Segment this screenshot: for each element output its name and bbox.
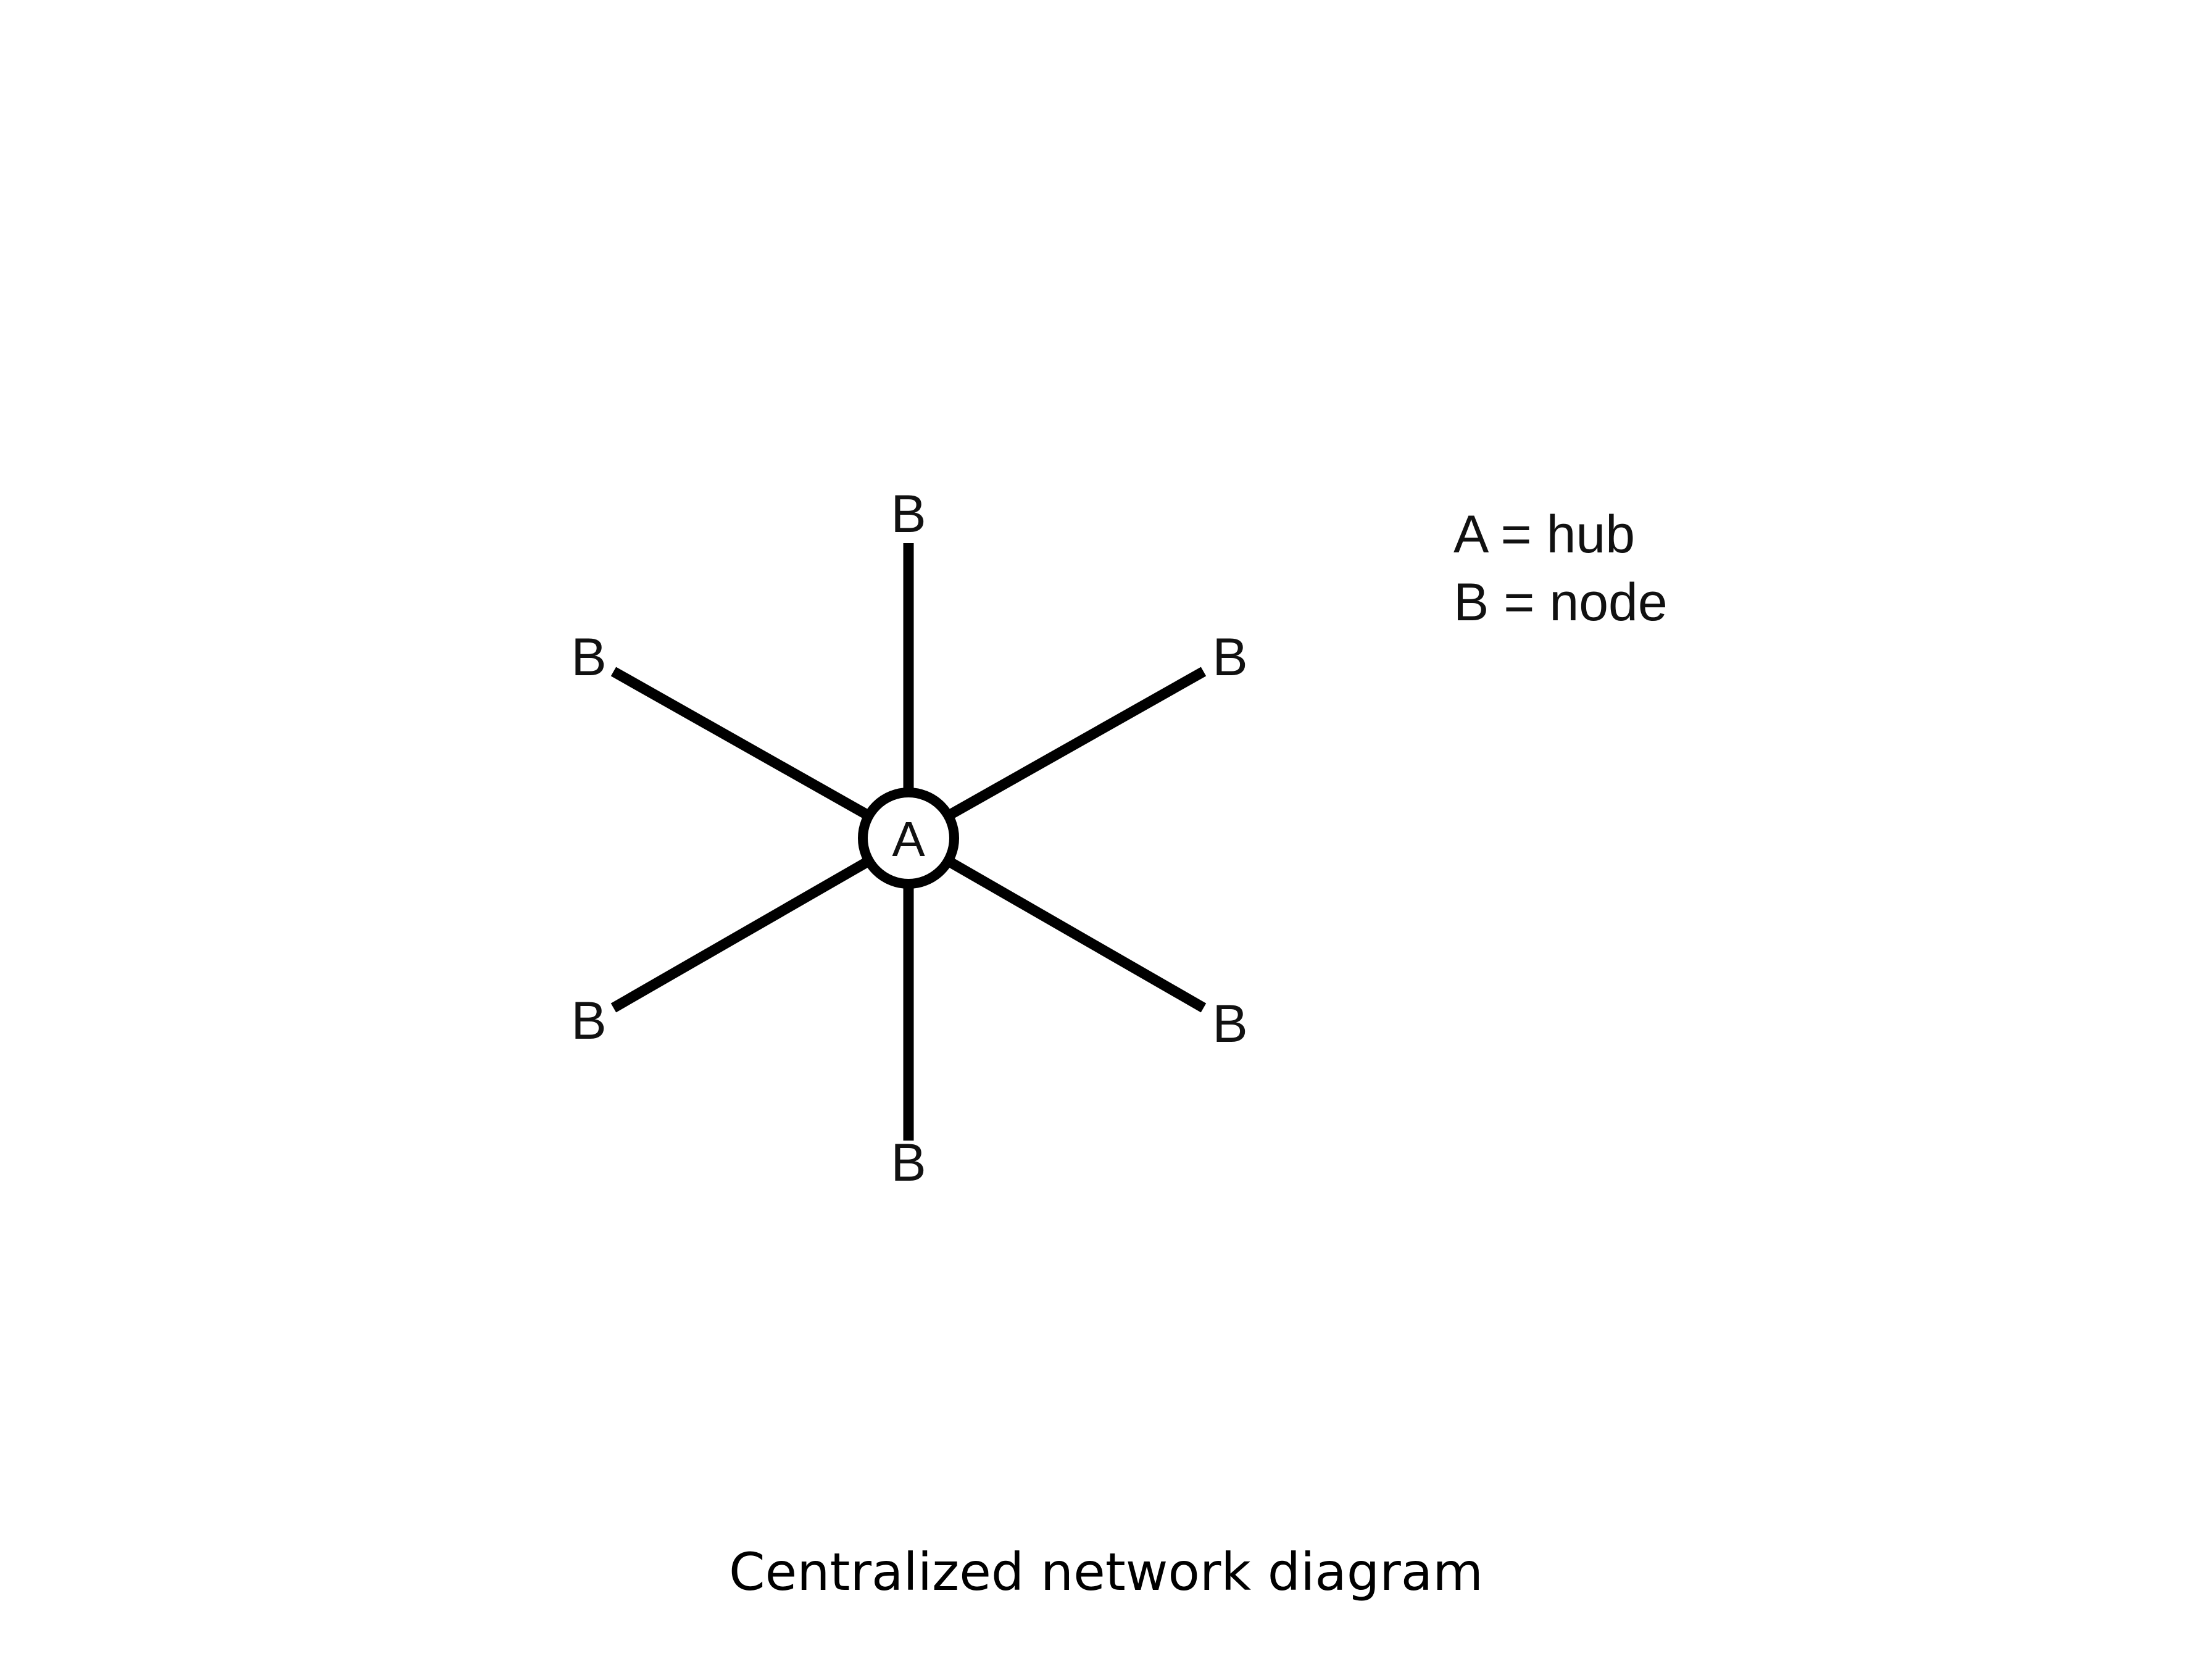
node-label-bottom-left: B: [571, 991, 606, 1050]
hub-label: A: [892, 812, 925, 867]
node-labels: B B B B B B: [571, 484, 1247, 1192]
spoke-top-right: [905, 667, 1207, 843]
hub: A: [858, 788, 959, 889]
node-label-top-left: B: [571, 628, 606, 687]
node-label-top-right: B: [1212, 628, 1247, 687]
spoke-top-left: [610, 667, 912, 843]
legend-hub-entry: A = hub: [1453, 505, 1635, 564]
node-label-top: B: [891, 484, 926, 544]
figure-caption: Centralized network diagram: [728, 1542, 1484, 1602]
legend: A = hub B = node: [1453, 505, 1668, 632]
spoke-bottom-right: [905, 833, 1207, 1013]
hub-circle: [858, 788, 959, 889]
spoke-bottom-left: [610, 833, 912, 1013]
node-label-bottom-right: B: [1212, 994, 1247, 1054]
legend-node-entry: B = node: [1453, 573, 1668, 632]
node-label-bottom: B: [891, 1133, 926, 1192]
